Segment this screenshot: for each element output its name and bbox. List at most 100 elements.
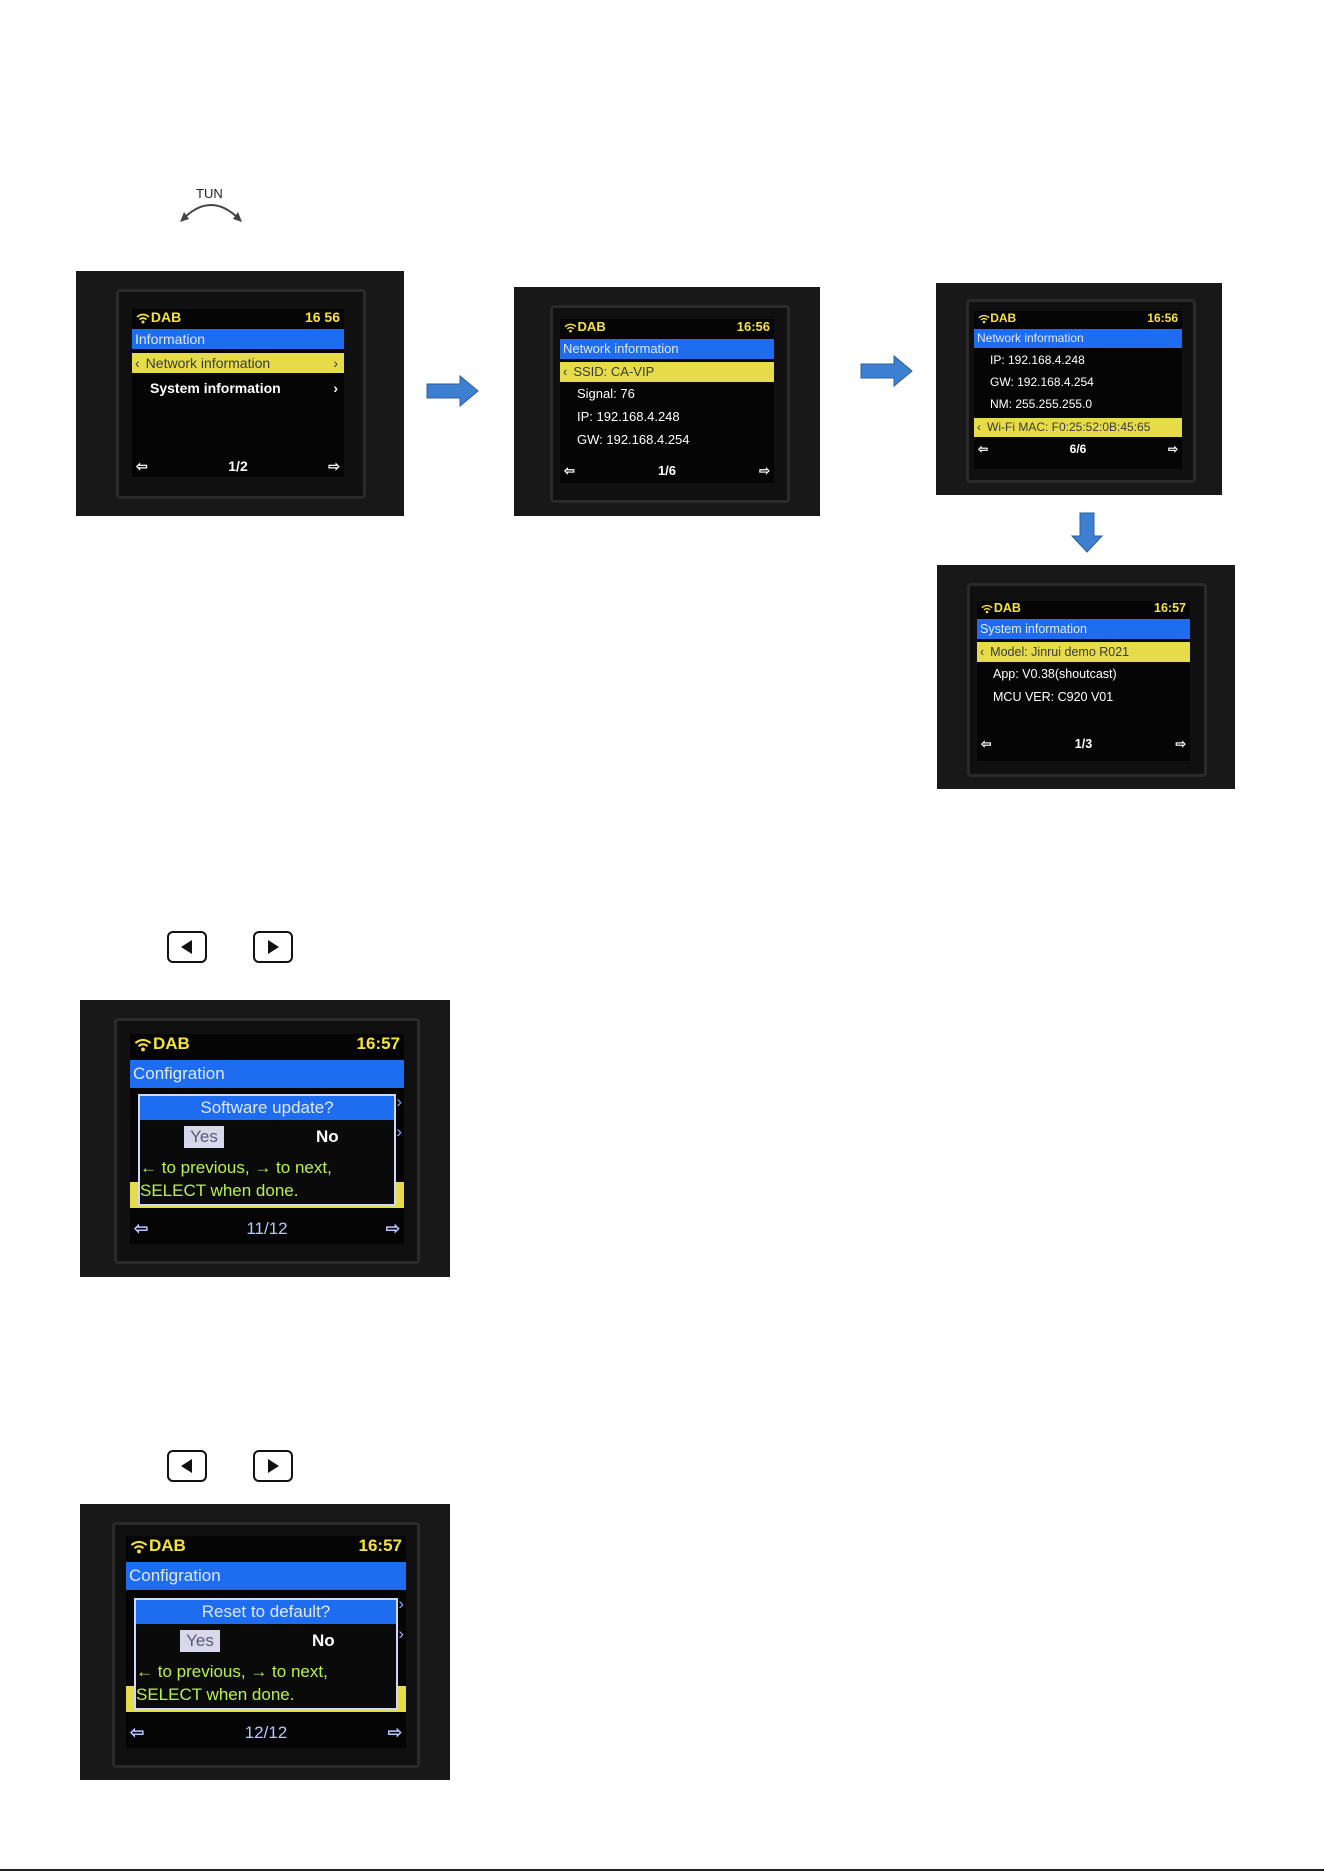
help-text-line-2: SELECT when done. (136, 1685, 295, 1704)
list-item: MCU VER: C920 V01 (993, 690, 1114, 704)
menu-item-label: Network information (145, 355, 271, 371)
left-arrow-icon: ⇦ (564, 463, 575, 478)
page-footer: ⇦ 12/12 ⇨ (126, 1722, 406, 1744)
list-item: App: V0.38(shoutcast) (993, 667, 1117, 681)
clock: 16:56 (736, 319, 770, 334)
wifi-icon (136, 311, 150, 327)
clock: 16:57 (356, 1034, 400, 1053)
confirm-dialog: Software update? Yes No ← to previous, →… (138, 1094, 396, 1206)
left-arrow-icon: ⇦ (134, 1219, 149, 1238)
clock: 16:57 (358, 1536, 402, 1555)
source-label: DAB (577, 319, 606, 334)
clock: 16 56 (304, 309, 340, 325)
chevron-right-icon: › (333, 380, 338, 396)
menu-header: Configration (126, 1562, 406, 1590)
yes-button[interactable]: Yes (180, 1630, 220, 1652)
source-label: DAB (148, 1536, 186, 1555)
right-arrow-icon: ⇨ (387, 1723, 402, 1742)
screen-network-info-1: DAB 16:56 Network information ‹ SSID: CA-… (560, 319, 774, 483)
page-indicator: 1/2 (228, 458, 248, 474)
flow-arrow-icon (860, 354, 913, 388)
tun-label: TUN (196, 186, 223, 201)
menu-item-label: System information (150, 380, 281, 396)
wifi-icon (130, 1539, 148, 1559)
flow-arrow-icon (1070, 512, 1104, 553)
left-arrow-icon: ⇦ (981, 737, 992, 751)
selected-item-ssid[interactable]: ‹ SSID: CA-VIP (560, 362, 774, 382)
tune-knob-icon: TUN (176, 184, 246, 226)
right-arrow-icon: ⇨ (759, 463, 770, 478)
photo-info-menu: DAB 16 56 Information ‹ Network informati… (76, 271, 404, 516)
right-arrow-key-icon (253, 931, 293, 963)
left-arrow-icon: ⇦ (130, 1723, 145, 1742)
wifi-icon (564, 321, 577, 336)
yes-button[interactable]: Yes (184, 1126, 224, 1148)
left-arrow-icon: ⇦ (978, 442, 989, 456)
item-label: Wi-Fi MAC: F0:25:52:0B:45:65 (987, 420, 1151, 434)
page-footer: ⇦ 6/6 ⇨ (974, 440, 1182, 458)
page-indicator: 11/12 (246, 1219, 288, 1238)
menu-item-system-information[interactable]: System information › (150, 378, 344, 398)
selected-item-model[interactable]: ‹ Model: Jinrui demo R021 (977, 642, 1190, 662)
wifi-icon (134, 1037, 152, 1057)
dialog-title: Reset to default? (136, 1600, 396, 1624)
menu-header: Network information (560, 339, 774, 359)
page-indicator: 12/12 (244, 1723, 288, 1742)
right-arrow-icon: ⇨ (385, 1219, 400, 1238)
help-text-line-1: ← to previous, → to next, (140, 1158, 332, 1177)
menu-header: System information (977, 619, 1190, 639)
chevron-left-icon: ‹ (977, 420, 981, 434)
screen-network-info-6: DAB 16:56 Network information IP: 192.16… (974, 311, 1182, 469)
help-text-line-2: SELECT when done. (140, 1181, 299, 1200)
screen-info-menu: DAB 16 56 Information ‹ Network informati… (132, 309, 344, 477)
chevron-left-icon: ‹ (563, 364, 568, 379)
item-label: Model: Jinrui demo R021 (990, 645, 1130, 659)
right-arrow-icon: ⇨ (1175, 737, 1186, 751)
menu-header: Information (132, 329, 344, 349)
page-footer: ⇦ 1/3 ⇨ (977, 735, 1190, 753)
left-arrow-key-icon (167, 1450, 207, 1482)
flow-arrow-icon (426, 374, 479, 408)
screen-system-info: DAB 16:57 System information ‹Model: Jin… (977, 601, 1190, 761)
left-arrow-key-icon (167, 931, 207, 963)
photo-reset-default: DAB 16:57 Configration › › Reset to defa… (80, 1504, 450, 1780)
list-item: IP: 192.168.4.248 (990, 353, 1085, 367)
selected-item-wifi-mac[interactable]: ‹ Wi-Fi MAC: F0:25:52:0B:45:65 (974, 418, 1182, 437)
help-text-line-1: ← to previous, → to next, (136, 1662, 328, 1681)
clock: 16:56 (1147, 311, 1178, 325)
list-item: NM: 255.255.255.0 (990, 397, 1093, 411)
photo-software-update: DAB 16:57 Configration › › Software upda… (80, 1000, 450, 1277)
photo-network-info-6: DAB 16:56 Network information IP: 192.16… (936, 283, 1222, 495)
clock: 16:57 (1154, 601, 1186, 615)
source-label: DAB (150, 309, 182, 325)
page-indicator: 1/6 (657, 463, 677, 478)
chevron-left-icon: ‹ (135, 355, 140, 371)
chevron-left-icon: ‹ (980, 645, 985, 659)
no-button[interactable]: No (316, 1127, 339, 1146)
wifi-icon (981, 603, 993, 617)
list-item: GW: 192.168.4.254 (577, 432, 690, 447)
chevron-right-icon: › (333, 355, 338, 371)
item-label: SSID: CA-VIP (573, 364, 655, 379)
page-indicator: 6/6 (1069, 442, 1087, 456)
no-button[interactable]: No (312, 1631, 335, 1650)
page-footer: ⇦ 1/2 ⇨ (132, 457, 344, 475)
menu-header: Network information (974, 329, 1182, 348)
page-indicator: 1/3 (1074, 737, 1093, 751)
page-footer: ⇦ 11/12 ⇨ (130, 1218, 404, 1240)
source-label: DAB (990, 311, 1017, 325)
right-arrow-icon: ⇨ (1167, 442, 1178, 456)
left-arrow-icon: ⇦ (136, 458, 148, 474)
right-arrow-key-icon (253, 1450, 293, 1482)
list-item: Signal: 76 (577, 386, 635, 401)
source-label: DAB (152, 1034, 190, 1053)
page-bottom-rule (0, 1869, 1324, 1871)
right-arrow-icon: ⇨ (328, 458, 340, 474)
confirm-dialog: Reset to default? Yes No ← to previous, … (134, 1598, 398, 1710)
screen-reset-default: DAB 16:57 Configration › › Reset to defa… (126, 1536, 406, 1748)
menu-header: Configration (130, 1060, 404, 1088)
page-footer: ⇦ 1/6 ⇨ (560, 462, 774, 480)
list-item: GW: 192.168.4.254 (990, 375, 1094, 389)
menu-item-network-information[interactable]: ‹ Network information › (132, 353, 344, 373)
photo-system-info: DAB 16:57 System information ‹Model: Jin… (937, 565, 1235, 789)
